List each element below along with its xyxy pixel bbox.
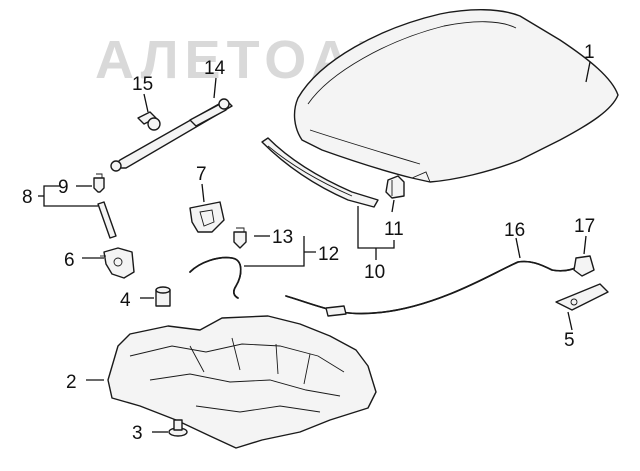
clip-17 bbox=[573, 255, 595, 277]
callout-11: 11 bbox=[384, 219, 404, 240]
release-handle bbox=[555, 283, 609, 311]
callout-4: 4 bbox=[120, 290, 131, 311]
callout-13: 13 bbox=[272, 227, 293, 248]
callout-16: 16 bbox=[504, 220, 525, 241]
ball-stud bbox=[137, 111, 161, 131]
lift-support bbox=[110, 98, 233, 172]
callout-9: 9 bbox=[58, 177, 69, 198]
callout-8: 8 bbox=[22, 187, 33, 208]
callout-10: 10 bbox=[364, 262, 385, 283]
callout-17: 17 bbox=[574, 216, 595, 237]
callout-12: 12 bbox=[318, 244, 339, 265]
hood-seal bbox=[261, 137, 379, 208]
callout-1: 1 bbox=[584, 42, 595, 63]
seal-strip-8 bbox=[97, 201, 117, 239]
callout-3: 3 bbox=[132, 423, 143, 444]
hood-latch bbox=[100, 247, 135, 279]
bumper-stop bbox=[385, 175, 405, 199]
callout-14: 14 bbox=[204, 58, 226, 79]
callouts: 1 2 3 4 5 6 7 8 9 10 11 12 13 14 15 16 1… bbox=[22, 42, 595, 444]
leader-lines bbox=[38, 61, 591, 433]
callout-5: 5 bbox=[564, 330, 575, 351]
push-pin bbox=[168, 419, 188, 437]
clip-9 bbox=[93, 173, 105, 193]
callout-7: 7 bbox=[196, 164, 207, 185]
hood-panel bbox=[293, 9, 619, 183]
bumper-cushion bbox=[155, 286, 171, 307]
callout-2: 2 bbox=[66, 372, 77, 393]
insulator-pad bbox=[107, 315, 377, 449]
callout-6: 6 bbox=[64, 250, 75, 271]
support-rod bbox=[189, 256, 242, 299]
release-cable bbox=[285, 260, 581, 317]
callout-15: 15 bbox=[132, 74, 153, 95]
bracket-7 bbox=[189, 201, 225, 233]
clip-13 bbox=[233, 227, 247, 249]
